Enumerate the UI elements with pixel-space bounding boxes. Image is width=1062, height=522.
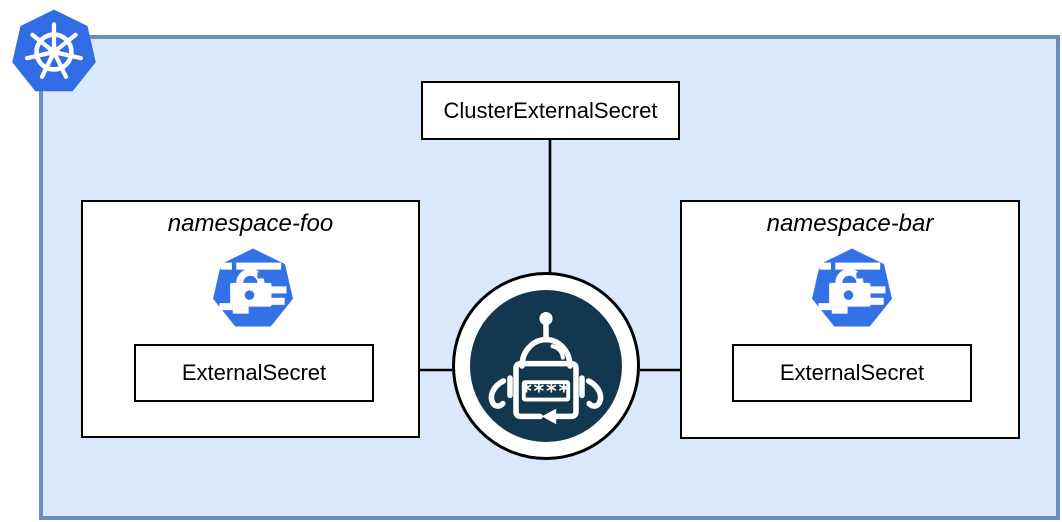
robot-right-arm	[585, 378, 604, 409]
robot-password-screen	[521, 380, 571, 402]
namespace-bar-group: namespace-bar ExternalSecret	[680, 200, 1020, 439]
padlock-glyph	[219, 262, 287, 314]
namespace-foo-title: namespace-foo	[167, 210, 334, 237]
cluster-external-secret-label: ClusterExternalSecret	[443, 97, 658, 123]
robot-antenna-ball	[539, 312, 553, 326]
kubernetes-icon	[12, 9, 96, 92]
namespace-foo-external-secret-node: ExternalSecret	[134, 344, 374, 402]
namespace-foo-external-secret-label: ExternalSecret	[181, 360, 327, 385]
robot-body	[513, 360, 579, 420]
external-secrets-robot-icon: ****	[488, 312, 604, 425]
cluster-external-secret-node: ClusterExternalSecret	[421, 81, 680, 140]
padlock-glyph	[818, 262, 886, 314]
namespace-foo-group: namespace-foo ExternalSecret	[81, 200, 420, 438]
wheel-ring	[34, 32, 74, 72]
namespace-bar-title: namespace-bar	[766, 210, 934, 237]
wheel-hub	[48, 46, 60, 58]
namespace-bar-external-secret-label: ExternalSecret	[779, 360, 925, 385]
namespace-bar-external-secret-node: ExternalSecret	[732, 344, 972, 402]
robot-left-arm	[488, 378, 507, 409]
external-secret-crd-icon	[213, 248, 293, 327]
robot-sync-arrowhead-icon	[541, 408, 557, 425]
external-secret-crd-icon	[812, 248, 892, 327]
operator-badge-background: ****	[470, 290, 622, 442]
external-secrets-operator-badge: ****	[452, 272, 640, 460]
robot-head-dome	[519, 336, 573, 369]
password-mask-text: ****	[521, 379, 571, 403]
robot-dome-highlight	[550, 344, 565, 360]
